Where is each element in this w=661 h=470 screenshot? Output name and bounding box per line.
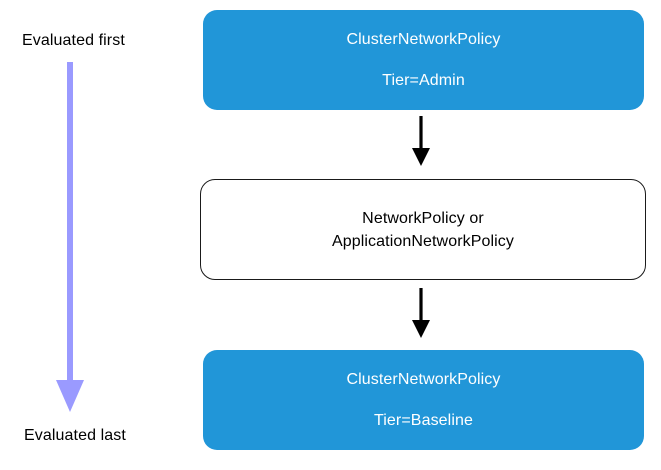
node-admin-title: ClusterNetworkPolicy — [346, 31, 501, 48]
node-namespaced-line-1: NetworkPolicy or — [362, 209, 484, 227]
evaluated-last-label: Evaluated last — [24, 427, 126, 444]
node-network-policy-or-application-network-policy[interactable]: NetworkPolicy or ApplicationNetworkPolic… — [200, 179, 646, 280]
evaluation-order-arrow-icon — [56, 62, 84, 412]
node-cluster-network-policy-admin[interactable]: ClusterNetworkPolicy Tier=Admin — [203, 10, 644, 110]
node-baseline-title: ClusterNetworkPolicy — [346, 371, 501, 388]
node-admin-subtitle: Tier=Admin — [382, 72, 465, 89]
arrow-down-icon-admin-to-namespaced — [412, 116, 430, 166]
node-cluster-network-policy-baseline[interactable]: ClusterNetworkPolicy Tier=Baseline — [203, 350, 644, 450]
arrow-down-icon-namespaced-to-baseline — [412, 288, 430, 338]
node-namespaced-line-2: ApplicationNetworkPolicy — [331, 232, 515, 250]
evaluated-first-label: Evaluated first — [22, 32, 125, 49]
node-baseline-subtitle: Tier=Baseline — [374, 412, 473, 429]
